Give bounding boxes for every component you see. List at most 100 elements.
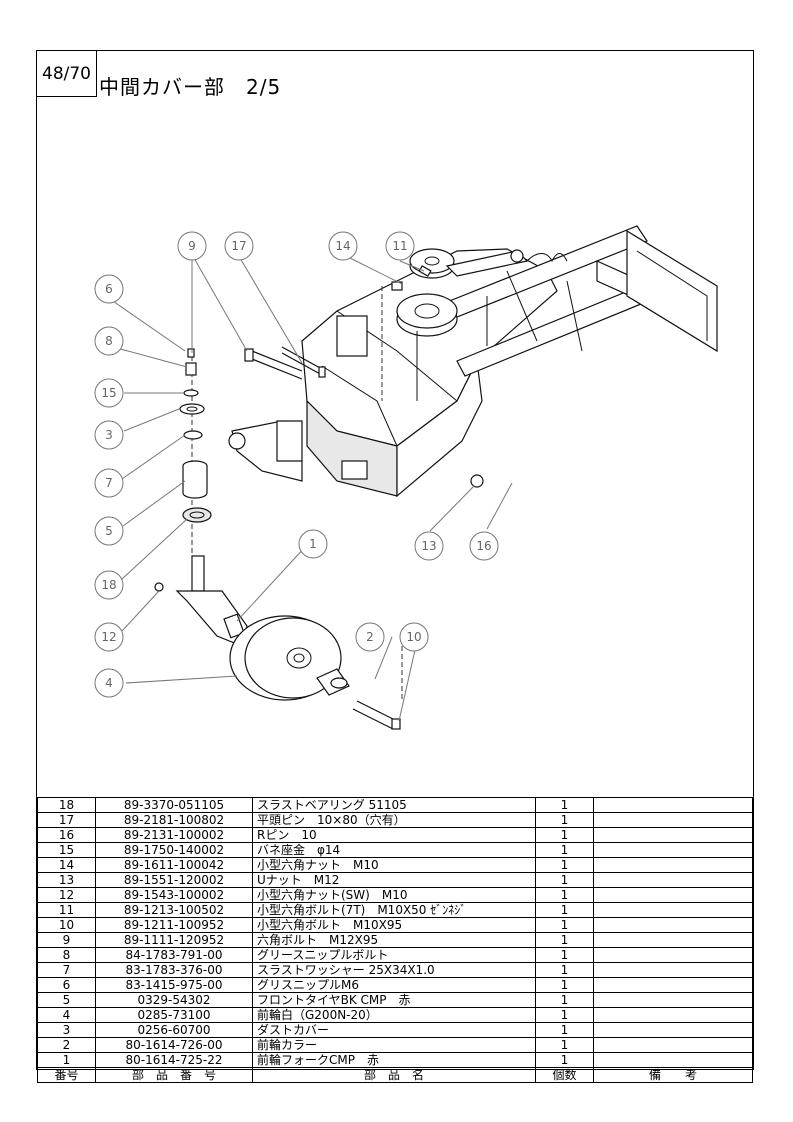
cell-part-number: 0285-73100 — [95, 1007, 253, 1023]
cell-remarks — [593, 932, 753, 948]
parts-sheet: 48/70 中間カバー部 2/5 — [36, 50, 754, 1083]
col-header-no: 番号 — [37, 1067, 96, 1083]
cell-qty: 1 — [535, 932, 594, 948]
cell-qty: 1 — [535, 902, 594, 918]
cell-no: 12 — [37, 887, 96, 903]
cell-remarks — [593, 812, 753, 828]
cell-part-name: グリースニップルボルト — [252, 947, 536, 963]
svg-text:5: 5 — [105, 524, 113, 538]
callout-6: 6 — [94, 274, 124, 304]
cell-part-number: 89-2131-100002 — [95, 827, 253, 843]
callout-2: 2 — [355, 622, 385, 652]
svg-text:16: 16 — [476, 539, 491, 553]
svg-text:9: 9 — [188, 239, 196, 253]
cell-no: 4 — [37, 1007, 96, 1023]
cell-qty: 1 — [535, 992, 594, 1008]
cell-no: 9 — [37, 932, 96, 948]
cell-part-name: 前輪フォークCMP 赤 — [252, 1052, 536, 1068]
cell-part-name: Uナット M12 — [252, 872, 536, 888]
cell-part-number: 89-1551-120002 — [95, 872, 253, 888]
cell-part-number: 89-3370-051105 — [95, 797, 253, 813]
cell-no: 5 — [37, 992, 96, 1008]
col-header-part-number: 部 品 番 号 — [95, 1067, 253, 1083]
cell-qty: 1 — [535, 827, 594, 843]
callout-4: 4 — [94, 668, 124, 698]
cell-part-number: 89-1750-140002 — [95, 842, 253, 858]
table-header-row: 番号 部 品 番 号 部 品 名 個数 備 考 — [37, 1067, 753, 1083]
page-title: 中間カバー部 2/5 — [99, 75, 282, 99]
cell-part-number: 80-1614-726-00 — [95, 1037, 253, 1053]
cell-qty: 1 — [535, 947, 594, 963]
cell-no: 15 — [37, 842, 96, 858]
cell-remarks — [593, 917, 753, 933]
cell-qty: 1 — [535, 917, 594, 933]
callout-18: 18 — [94, 570, 124, 600]
cell-qty: 1 — [535, 977, 594, 993]
page-number: 48/70 — [37, 51, 97, 97]
svg-text:13: 13 — [421, 539, 436, 553]
collar-and-bolt — [316, 668, 401, 730]
svg-text:10: 10 — [406, 630, 421, 644]
callout-14: 14 — [328, 231, 358, 261]
col-header-qty: 個数 — [535, 1067, 594, 1083]
svg-text:6: 6 — [105, 282, 113, 296]
cell-part-name: 小型六角ナット(SW) M10 — [252, 887, 536, 903]
svg-text:14: 14 — [335, 239, 350, 253]
grease-nipple-stack — [179, 348, 212, 523]
cell-qty: 1 — [535, 1007, 594, 1023]
cell-no: 3 — [37, 1022, 96, 1038]
cell-qty: 1 — [535, 872, 594, 888]
cell-no: 11 — [37, 902, 96, 918]
callout-8: 8 — [94, 326, 124, 356]
cell-no: 16 — [37, 827, 96, 843]
cell-part-number: 83-1783-376-00 — [95, 962, 253, 978]
cell-part-number: 83-1415-975-00 — [95, 977, 253, 993]
svg-text:1: 1 — [309, 537, 317, 551]
cell-remarks — [593, 827, 753, 843]
cell-part-name: 平頭ピン 10×80（穴有） — [252, 812, 536, 828]
mower-deck-frame — [301, 225, 718, 498]
cell-part-name: 前輪カラー — [252, 1037, 536, 1053]
cell-no: 18 — [37, 797, 96, 813]
cell-remarks — [593, 842, 753, 858]
svg-text:2: 2 — [366, 630, 374, 644]
cell-remarks — [593, 1007, 753, 1023]
callout-9: 9 — [177, 231, 207, 261]
cell-qty: 1 — [535, 1052, 594, 1068]
cell-part-name: バネ座金 φ14 — [252, 842, 536, 858]
callout-16: 16 — [469, 531, 499, 561]
cell-no: 6 — [37, 977, 96, 993]
cell-qty: 1 — [535, 797, 594, 813]
cell-no: 17 — [37, 812, 96, 828]
callout-13: 13 — [414, 531, 444, 561]
exploded-parts-drawing: 9 17 14 11 6 8 15 3 7 5 18 12 4 1 2 10 1… — [94, 225, 718, 730]
cell-remarks — [593, 992, 753, 1008]
cell-part-name: フロントタイヤBK CMP 赤 — [252, 992, 536, 1008]
cell-no: 2 — [37, 1037, 96, 1053]
cell-remarks — [593, 872, 753, 888]
cell-qty: 1 — [535, 857, 594, 873]
cell-qty: 1 — [535, 1037, 594, 1053]
cell-part-name: 小型六角ボルト(7T) M10X50 ｾﾞﾝﾈｼﾞ — [252, 902, 536, 918]
callout-11: 11 — [385, 231, 415, 261]
svg-text:15: 15 — [101, 386, 116, 400]
cell-no: 13 — [37, 872, 96, 888]
callout-1: 1 — [298, 529, 328, 559]
front-fork — [154, 555, 248, 647]
callout-17: 17 — [224, 231, 254, 261]
svg-text:7: 7 — [105, 476, 113, 490]
bolt-11-nut-14 — [391, 265, 432, 291]
callout-12: 12 — [94, 622, 124, 652]
cell-part-name: スラストワッシャー 25X34X1.0 — [252, 962, 536, 978]
